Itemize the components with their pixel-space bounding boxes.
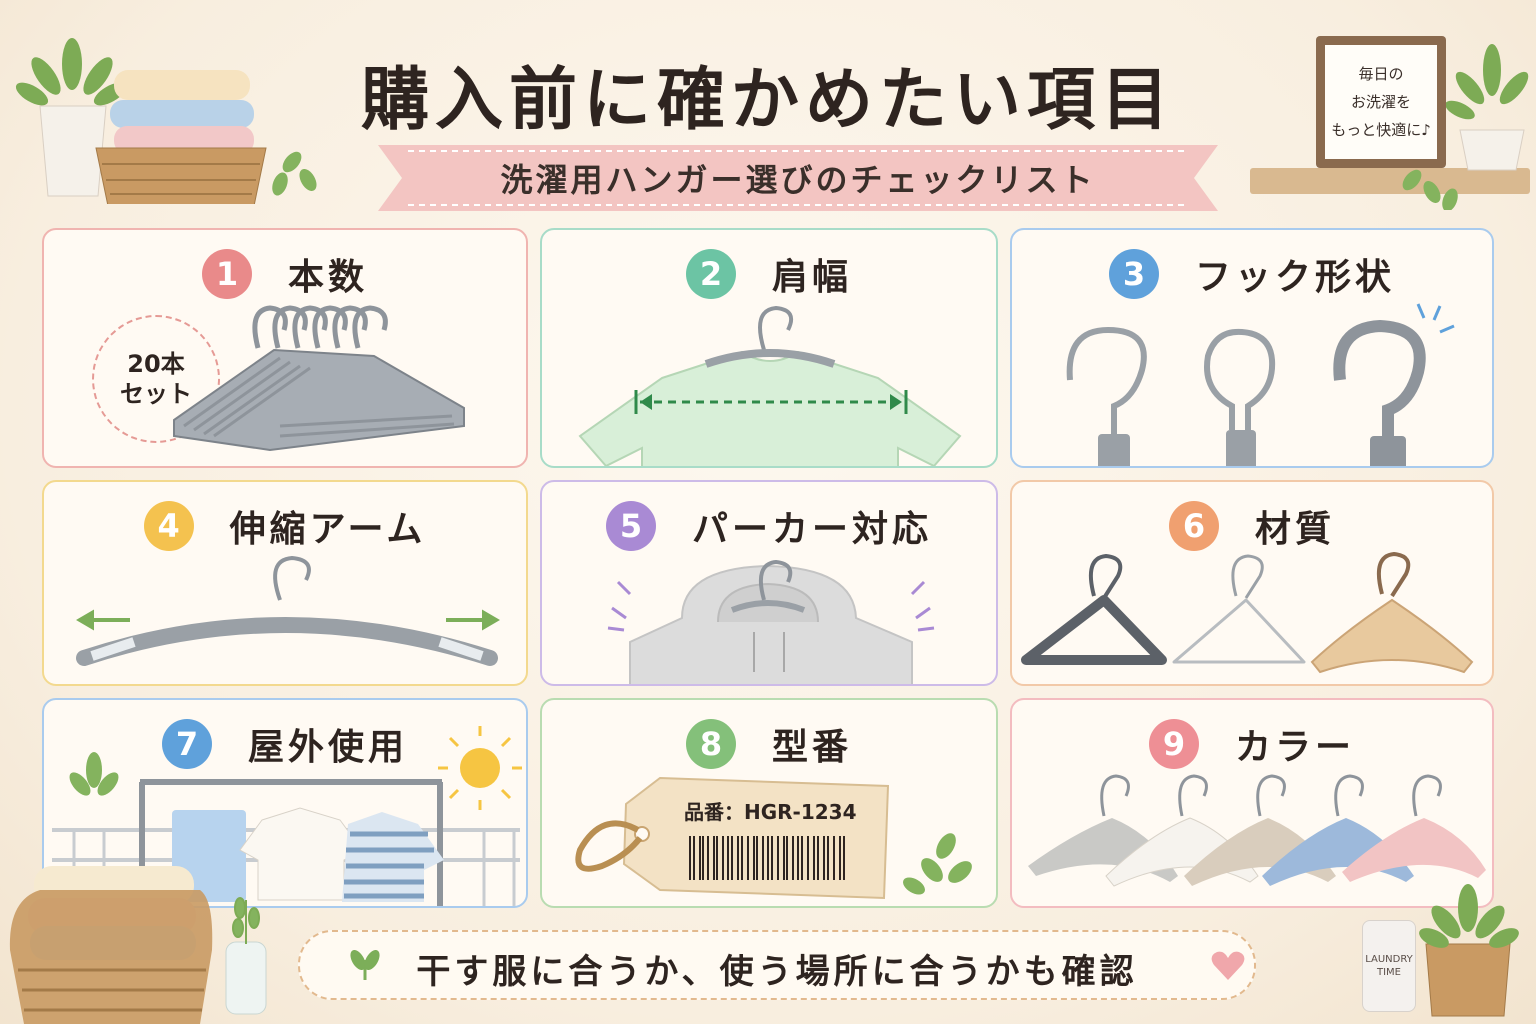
page-subtitle: 洗濯用ハンガー選びのチェックリスト [500,161,1096,199]
card-shoulder-width: 2 肩幅 [540,228,998,468]
badge-label: セット [120,380,192,408]
subtitle-ribbon [378,145,1218,211]
card-model-number: 8 型番 品番：HGR-1234 [540,698,998,908]
number-badge: 5 [605,501,656,551]
card-title: フック形状 [1194,257,1395,298]
card-title: 伸縮アーム [229,509,427,550]
card-title: 肩幅 [771,257,852,298]
badge-count: 20本 [127,350,185,378]
card-extendable-arm: 4 伸縮アーム [42,480,528,686]
outdoor-drying-illustration [52,726,522,906]
product-tag-illustration [575,776,972,900]
material-hangers-illustration [1021,551,1474,674]
card-quantity: 1 本数 20本 セット [42,228,528,468]
frame-line: もっと快適に♪ [1331,121,1431,139]
number-badge: 9 [1148,719,1199,769]
hook-types-illustration [1066,303,1455,466]
page-title: 購入前に確かめたい項目 [360,61,1175,140]
footer-banner [298,930,1256,1000]
card-title: 屋外使用 [247,727,408,768]
plant-decoration-bottom-right [1419,884,1519,1017]
card-title: カラー [1234,727,1355,768]
set-count-badge: 20本 セット [92,315,220,443]
card-title: 材質 [1254,509,1335,550]
card-material: 6 材質 [1010,480,1494,686]
number-badge: 1 [201,249,252,299]
laundry-bottle: LAUNDRY TIME [1362,920,1416,1012]
card-title: 本数 [287,257,368,298]
number-badge: 3 [1108,249,1159,299]
card-outdoor-use: 7 屋外使用 [42,698,528,908]
tshirt-illustration [578,305,962,466]
hoodie-illustration [607,559,935,684]
number-badge: 4 [143,501,194,551]
extendable-hanger-illustration [76,555,500,666]
frame-line: 毎日の [1358,65,1404,83]
leaf-icon [350,950,380,980]
frame-message: 毎日の お洗濯を もっと快適に♪ [1325,45,1437,159]
number-badge: 6 [1168,501,1219,551]
product-tag-label: 品番：HGR-1234 [684,800,857,824]
frame-line: お洗濯を [1350,93,1411,111]
number-badge: 8 [685,719,736,769]
card-color: 9 カラー [1010,698,1494,908]
card-title: パーカー対応 [691,509,932,550]
hanger-stack-illustration [173,305,465,452]
number-badge: 7 [161,719,212,769]
bottle-label: TIME [1376,967,1401,978]
card-hoodie-compatible: 5 パーカー対応 [540,480,998,686]
card-title: 型番 [771,727,852,768]
heart-icon [1211,951,1245,980]
footer-message: 干す服に合うか、使う場所に合うかも確認 [416,952,1138,992]
plant-decoration-top-left [15,38,317,204]
bottle-label: LAUNDRY [1365,954,1413,965]
towel-basket-decoration [9,866,267,1024]
number-badge: 2 [685,249,736,299]
card-hook-shape: 3 フック形状 [1010,228,1494,468]
color-hangers-illustration [1028,774,1486,887]
shelf-decoration [1250,44,1530,210]
